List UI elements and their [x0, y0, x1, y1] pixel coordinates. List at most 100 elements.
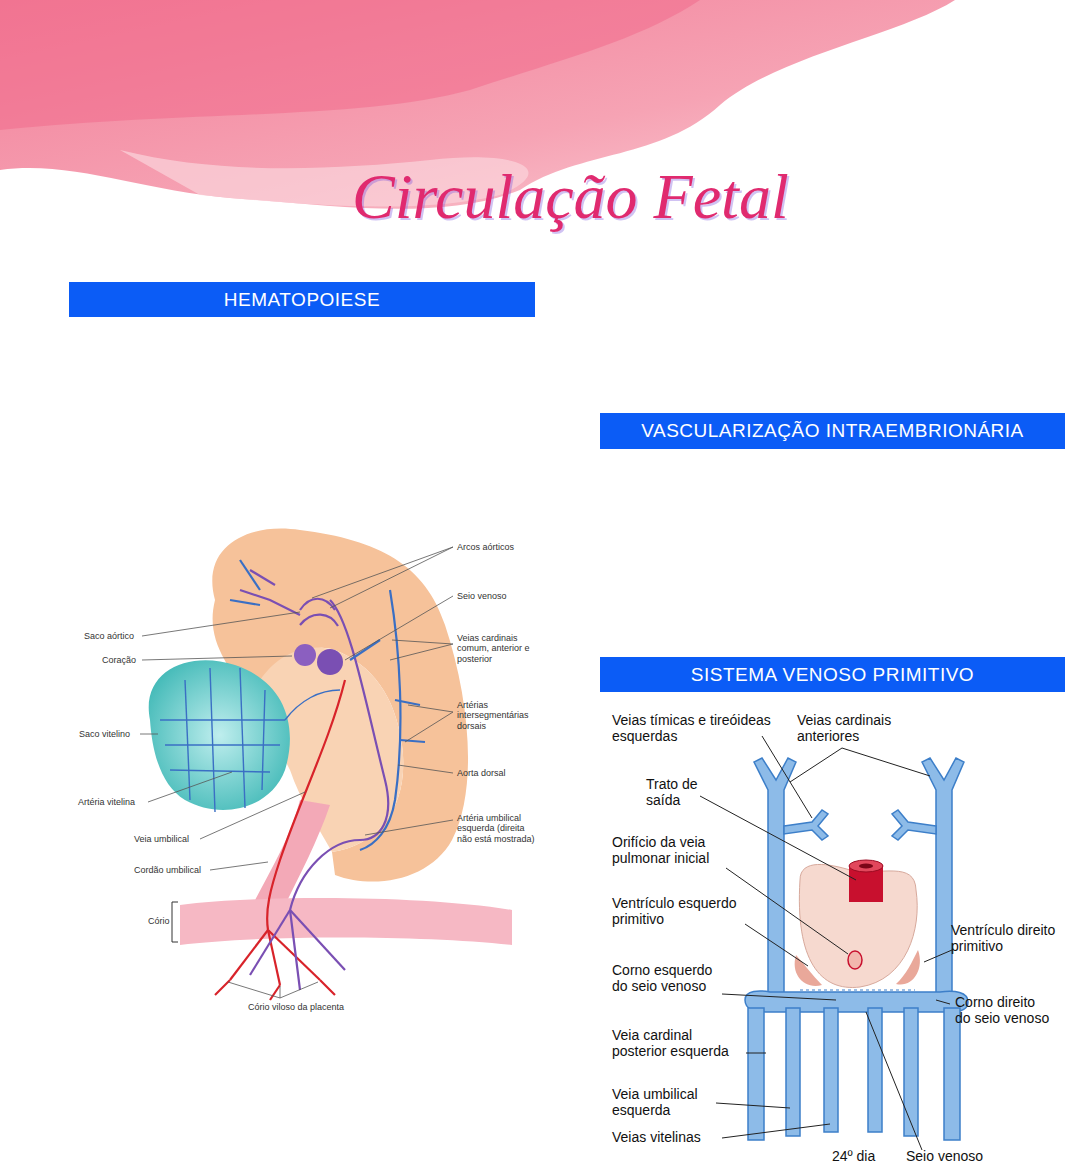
embryo-drawing-part	[149, 660, 290, 810]
section-title: HEMATOPOIESE	[224, 289, 380, 311]
figure-label: Cordão umbilical	[134, 865, 208, 875]
embryo-drawing-part	[290, 600, 388, 910]
venous-system-drawing-part	[922, 758, 964, 1000]
embryo-drawing-part	[290, 910, 300, 990]
embryo-drawing-part	[160, 719, 285, 720]
leader-line-part	[936, 1000, 950, 1004]
embryo-drawing-part	[285, 690, 340, 720]
figure-label: Artéria umbilical esquerda (direita não …	[457, 813, 537, 844]
page-title: Circulação Fetal	[352, 162, 789, 232]
leader-line-part	[722, 994, 836, 1000]
diagram-label: 24º dia	[832, 1148, 892, 1164]
embryo-drawing-part	[230, 560, 425, 850]
embryo-drawing	[64, 519, 542, 1023]
leader-line-part	[280, 982, 318, 998]
venous-system-drawing	[745, 758, 968, 1140]
embryo-drawing-part	[268, 930, 280, 985]
leader-line-part	[398, 765, 453, 773]
embryo-drawing-part	[240, 560, 260, 590]
leader-line-part	[726, 868, 848, 954]
leader-line-part	[762, 736, 812, 818]
diagram-label: Veias tímicas e tireóideas esquerdas	[612, 712, 772, 744]
venous-system-drawing-part	[892, 810, 936, 840]
leader-line-part	[228, 982, 280, 998]
leader-line-part	[408, 705, 453, 712]
diagram-label: Ventrículo direito primitivo	[951, 922, 1061, 954]
heart-drawing-part	[849, 860, 883, 872]
heart-drawing-part	[800, 990, 915, 991]
figure-label: Aorta dorsal	[457, 768, 537, 778]
section-bar: HEMATOPOIESE	[69, 282, 535, 317]
embryo-drawing-part	[185, 680, 190, 800]
diagram-label: Veia umbilical esquerda	[612, 1086, 716, 1118]
heart-drawing-part	[799, 864, 917, 987]
embryo-drawing-part	[290, 910, 345, 970]
diagram-label: Trato de saída	[646, 776, 710, 808]
venous-system-drawing-part	[824, 1008, 838, 1132]
embryo-drawing-part	[294, 644, 316, 666]
diagram-label: Ventrículo esquerdo primitivo	[612, 895, 748, 927]
venous-system-drawing-part	[745, 991, 968, 1012]
section-bar: VASCULARIZAÇÃO INTRAEMBRIONÁRIA	[600, 413, 1065, 449]
embryo-drawing-part	[395, 700, 420, 705]
leader-line-part	[142, 612, 300, 636]
leader-line-part	[148, 772, 232, 802]
leader-line-part	[390, 644, 453, 660]
header-watercolor-part	[0, 0, 700, 130]
leader-line-part	[210, 862, 268, 870]
figure-label: Seio venoso	[457, 591, 537, 601]
leader-line-part	[280, 986, 281, 998]
embryo-drawing-part	[250, 800, 330, 915]
leader-line-part	[330, 547, 453, 608]
embryo-drawing-part	[317, 649, 343, 675]
embryo-drawing-part	[180, 898, 512, 945]
embryo-drawing-part	[172, 902, 178, 942]
embryo-drawing-part	[240, 668, 245, 808]
figure-label: Cório	[148, 916, 174, 926]
figure-label: Artéria vitelina	[78, 797, 146, 807]
embryo-drawing-part	[230, 600, 260, 605]
section-title: SISTEMA VENOSO PRIMITIVO	[691, 664, 974, 686]
leader-line-part	[365, 820, 453, 835]
figure-label: Arcos aórticos	[457, 542, 537, 552]
embryo-drawing-part	[320, 980, 335, 995]
embryo-drawing-part	[160, 668, 340, 812]
embryo-drawing-part	[262, 690, 265, 790]
leader-line-part	[405, 712, 453, 742]
diagram-label: Seio venoso	[906, 1148, 1006, 1164]
diagram-label: Corno direito do seio venoso	[955, 994, 1051, 1026]
leader-line-part	[924, 950, 952, 962]
heart-drawing-part	[859, 864, 873, 869]
figure-label: Veias cardinais comum, anterior e poster…	[457, 633, 535, 664]
venous-system-drawing-part	[784, 810, 828, 840]
venous-system-drawing-part	[868, 1008, 882, 1132]
leader-line-part	[745, 924, 808, 966]
figure-label: Saco aórtico	[84, 631, 144, 641]
diagram-label: Veia cardinal posterior esquerda	[612, 1027, 748, 1059]
section-bar: SISTEMA VENOSO PRIMITIVO	[600, 657, 1065, 692]
diagram-label: Orifício da veia pulmonar inicial	[612, 834, 734, 866]
leader-line-part	[842, 748, 930, 776]
heart-drawing-part	[896, 950, 920, 985]
embryo-drawing-part	[250, 910, 290, 975]
leader-line-part	[866, 1012, 922, 1150]
embryo-drawing-part	[350, 640, 380, 660]
embryo-drawing-part	[400, 740, 425, 742]
leader-line	[140, 547, 453, 998]
figure-label: Cório viloso da placenta	[248, 1002, 358, 1012]
embryo-drawing-part	[240, 570, 388, 990]
venous-system-drawing-part	[944, 1008, 960, 1140]
embryo-drawing-part	[360, 590, 400, 850]
leader-line	[700, 736, 952, 1150]
embryo-drawing-part	[250, 570, 275, 585]
venous-system-drawing-part	[786, 1008, 800, 1136]
embryo-drawing-part	[64, 519, 542, 1023]
leader-line-part	[200, 792, 305, 839]
heart-drawing	[795, 860, 920, 990]
leader-line-part	[716, 1103, 790, 1108]
embryo-drawing-part	[210, 668, 215, 812]
leader-line-part	[700, 796, 856, 880]
leader-line-part	[142, 656, 292, 660]
embryo-drawing-part	[300, 615, 338, 626]
